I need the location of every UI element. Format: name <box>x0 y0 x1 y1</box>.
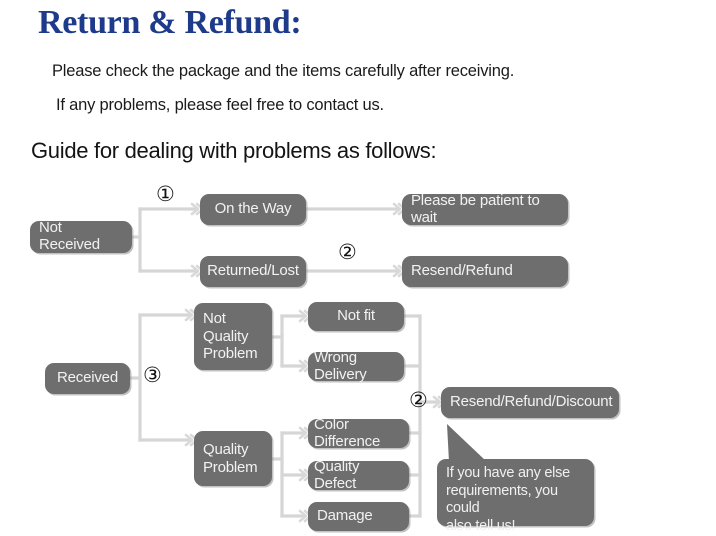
node-label: On the Way <box>214 200 292 218</box>
node-quality-problem[interactable]: Quality Problem <box>194 431 272 486</box>
node-label: Damage <box>317 507 373 525</box>
node-wrong-delivery[interactable]: Wrong Delivery <box>308 348 404 383</box>
step-marker-2-bottom: ② <box>409 388 428 412</box>
intro-text-line-2: If any problems, please feel free to con… <box>56 96 384 114</box>
step-marker-3: ③ <box>143 363 162 387</box>
step-marker-1: ① <box>156 182 175 206</box>
callout-bubble: If you have any else requirements, you c… <box>437 459 594 534</box>
node-received[interactable]: Received <box>45 363 130 394</box>
node-please-be-patient-to-wait[interactable]: Please be patient to wait <box>402 191 568 226</box>
node-label: Wrong Delivery <box>314 348 367 383</box>
node-resend-refund[interactable]: Resend/Refund <box>402 256 568 287</box>
node-not-received[interactable]: Not Received <box>30 219 132 253</box>
node-label: Not fit <box>337 307 375 325</box>
node-label: Please be patient to wait <box>411 191 540 226</box>
node-not-fit[interactable]: Not fit <box>308 302 404 331</box>
intro-text-line-1: Please check the package and the items c… <box>52 62 515 80</box>
node-color-difference[interactable]: Color Difference <box>308 415 409 450</box>
node-label: Color Difference <box>314 415 381 450</box>
node-label: Quality Problem <box>203 440 258 476</box>
node-label: Resend/Refund/Discount <box>450 393 613 411</box>
node-returned-lost[interactable]: Returned/Lost <box>200 256 306 287</box>
guide-heading: Guide for dealing with problems as follo… <box>31 138 437 163</box>
node-label: Returned/Lost <box>207 262 299 280</box>
node-label: Not Quality Problem <box>203 309 258 363</box>
node-label: Quality Defect <box>314 457 360 492</box>
step-marker-2-top: ② <box>338 240 357 264</box>
page-title: Return & Refund: <box>38 4 302 41</box>
callout-tail <box>447 424 486 462</box>
node-quality-defect[interactable]: Quality Defect <box>308 457 409 492</box>
node-label: Received <box>57 369 118 387</box>
node-label: Not Received <box>39 219 100 253</box>
node-label: Resend/Refund <box>411 262 513 280</box>
node-on-the-way[interactable]: On the Way <box>200 194 306 225</box>
node-damage[interactable]: Damage <box>308 502 409 531</box>
node-not-quality-problem[interactable]: Not Quality Problem <box>194 303 272 370</box>
node-resend-refund-discount[interactable]: Resend/Refund/Discount <box>441 387 619 418</box>
